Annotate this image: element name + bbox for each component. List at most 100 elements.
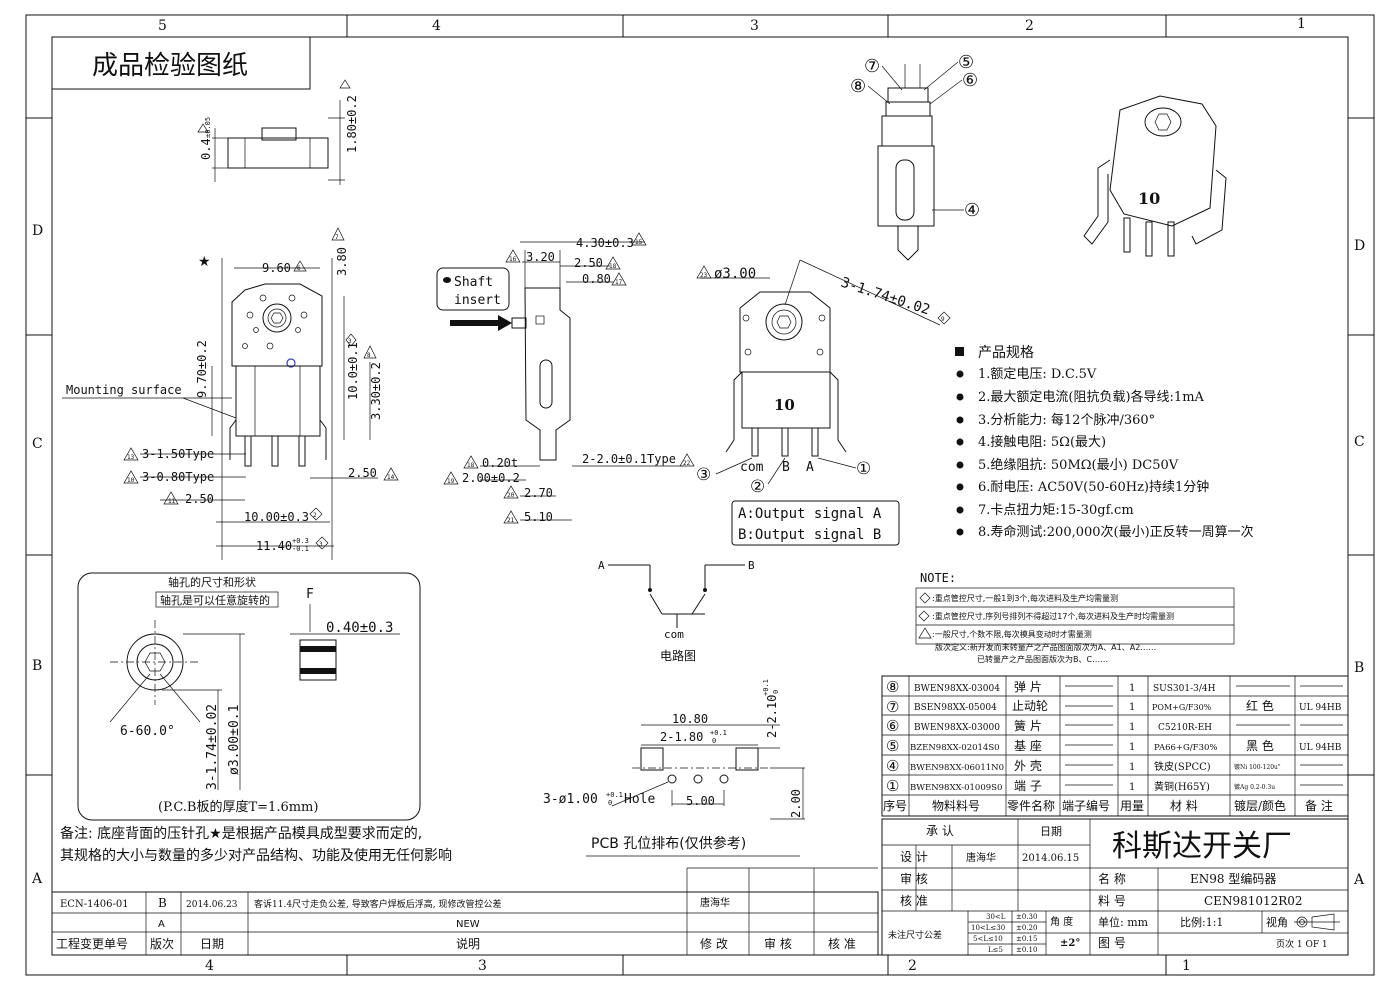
tb-name-label: 名 称 xyxy=(1098,871,1126,886)
pcb-caption: PCB 孔位排布(仅供参考) xyxy=(591,835,746,852)
grid-top-2: 2 xyxy=(1025,18,1034,34)
tri-2: 2 xyxy=(313,512,317,519)
bom-header-remark: 备 注 xyxy=(1305,798,1333,813)
output-signal-a: A:Output signal A xyxy=(738,506,882,522)
tb-angle-value: ±2° xyxy=(1060,938,1080,949)
bom-table: ⑧ BWEN98XX-03004 弹 片 1 SUS301-3/4H ⑦ BSE… xyxy=(881,675,1349,817)
page-title: 成品检验图纸 xyxy=(92,51,248,81)
bom-row-1-part: BWEN98XX-03004 xyxy=(914,684,1000,694)
bom-row-6-part: BWEN98XX-01009S0 xyxy=(910,783,1002,793)
grid-top-1: 1 xyxy=(1297,16,1306,32)
spec-6: 6.耐电压: AC50V(50-60Hz)持续1分钟 xyxy=(978,479,1209,495)
circuit-label-a: A xyxy=(598,559,605,572)
hole-dim-1-74: 3-1.74±0.02 xyxy=(205,704,220,790)
spec-4: 4.接触电阻: 5Ω(最大) xyxy=(978,434,1106,450)
dim-3-1-74: 3-1.74±0.02 xyxy=(839,275,932,319)
pcb-dim-2-10-up: +0.1 xyxy=(762,679,770,696)
tri-14: 14 xyxy=(387,474,395,481)
spec-3: 3.分析能力: 每12个脉冲/360° xyxy=(978,412,1155,428)
bom-header-finish: 镀层/颜色 xyxy=(1234,798,1286,813)
bom-row-4-qty: 1 xyxy=(1129,742,1135,753)
back-code: 10 xyxy=(774,396,795,414)
bom-row-5-part: BWEN98XX-06011N0 xyxy=(910,763,1004,773)
bom-row-1-name: 弹 片 xyxy=(1014,680,1042,694)
tb-designer: 唐海华 xyxy=(966,851,996,864)
hole-detail-title: 轴孔的尺寸和形状 xyxy=(168,575,256,589)
shaft-insert-line1: Shaft xyxy=(454,275,493,290)
tri-6: 6 xyxy=(297,265,301,272)
tol-value-4: ±0.10 xyxy=(1016,946,1037,954)
tri-3b: 3 xyxy=(319,541,323,548)
bom-row-4-part: BZEN98XX-02014S0 xyxy=(910,743,1000,753)
outer-frame xyxy=(25,14,1375,976)
note-line-1: :重点管控尺寸,一般1到3个,每次进料及生产均需量测 xyxy=(932,593,1118,603)
dim-11-40: 11.40 xyxy=(256,539,292,553)
tri-18b: 18 xyxy=(467,462,475,469)
pcb-dim-1-80: 2-1.80 xyxy=(660,730,703,744)
dim-2-00: 2.00±0.2 xyxy=(462,471,520,485)
grid-bottom-2: 2 xyxy=(908,958,917,974)
exploded-callout-4: ④ xyxy=(964,200,980,221)
pcb-dim-1-80-dn: 0 xyxy=(712,737,716,745)
shaft-insert-box xyxy=(436,267,510,311)
star-mark: ★ xyxy=(198,254,211,270)
tol-range-4: L≤5 xyxy=(988,946,1003,954)
top-view: 0.4 ±0.05 1.80±0.2 xyxy=(197,79,359,185)
bom-row-1-qty: 1 xyxy=(1129,683,1135,694)
front-view: ★ 9.60 3.80 9.70±0.2 10.0±0.1 3.30±0.2 M… xyxy=(62,227,399,560)
specs: 产品规格 1.额定电压: D.C.5V 2.最大额定电流(阻抗负载)各导线:1m… xyxy=(955,345,1254,540)
specs-heading: 产品规格 xyxy=(978,345,1034,361)
back-view: 10 ø3.00 3-1.74±0.02 23 9 com B A ③ ② ① xyxy=(696,259,951,497)
tb-drawing-label: 图 号 xyxy=(1098,936,1126,950)
hole-f-label: F xyxy=(306,587,314,602)
tb-angle-label: 角 度 xyxy=(1050,915,1073,928)
dim-3-20: 3.20 xyxy=(526,250,555,264)
tb-approve: 承 认 xyxy=(926,824,954,838)
tb-check: 审 核 xyxy=(900,871,928,886)
hole-dim-60: 6-60.0° xyxy=(120,724,175,739)
pin-a: A xyxy=(806,460,814,475)
rev-header-modify: 修 改 xyxy=(700,936,728,951)
hole-dim-3-00: ø3.00±0.1 xyxy=(227,705,242,775)
grid-left-d: D xyxy=(32,223,43,239)
dim-4-30: 4.30±0.3 xyxy=(576,236,634,250)
dim-0-20t: 0.20t xyxy=(482,456,518,470)
dim-0-80-side: 0.80 xyxy=(582,272,611,286)
exploded-view: ⑦ ⑧ ⑤ ⑥ ④ xyxy=(850,52,980,261)
insert-arrow xyxy=(450,315,512,331)
bom-row-4-finish: 黑 色 xyxy=(1246,739,1274,753)
dim-pin-1-50: 3-1.50Type xyxy=(142,447,214,461)
grid-left-c: C xyxy=(32,436,43,452)
remark-line-2: 其规格的大小与数量的多少对产品结构、功能及使用无任何影响 xyxy=(60,847,452,864)
rev-row-1-ecn: ECN-1406-01 xyxy=(60,899,129,910)
bom-row-2-finish: 红 色 xyxy=(1246,698,1274,713)
bom-header-name: 零件名称 xyxy=(1007,798,1055,813)
tb-part-value: CEN981012R02 xyxy=(1204,894,1303,908)
bom-row-2-qty: 1 xyxy=(1129,702,1135,713)
rev-header-ecn: 工程变更单号 xyxy=(56,936,128,951)
rev-row-2-desc: NEW xyxy=(456,919,480,930)
grid-right-a: A xyxy=(1353,872,1365,888)
pcb-dim-5-00: 5.00 xyxy=(686,794,715,808)
bom-row-5-qty: 1 xyxy=(1129,762,1135,773)
bom-row-3-material: C5210R-EH xyxy=(1158,723,1212,733)
circuit-caption: 电路图 xyxy=(660,648,696,663)
bom-row-6-name: 端 子 xyxy=(1014,779,1042,793)
bom-row-5-no: ④ xyxy=(886,757,899,775)
dim-9-70: 9.70±0.2 xyxy=(195,340,209,398)
grid-top-5: 5 xyxy=(158,18,167,34)
spec-1: 1.额定电压: D.C.5V xyxy=(978,367,1097,382)
grid-bottom-1: 1 xyxy=(1182,958,1191,974)
note: NOTE: :重点管控尺寸,一般1到3个,每次进料及生产均需量测 :重点管控尺寸… xyxy=(915,571,1235,664)
grid-right-b: B xyxy=(1354,660,1364,676)
dim-3-30: 3.30±0.2 xyxy=(369,362,383,420)
tri-3a: 3 xyxy=(348,338,352,345)
bom-row-3-no: ⑥ xyxy=(886,717,899,735)
tri-9: 9 xyxy=(941,316,945,323)
tol-value-1: ±0.30 xyxy=(1016,913,1037,921)
tri-11: 11 xyxy=(168,498,176,505)
company-name: 科斯达开关厂 xyxy=(1112,829,1292,864)
pin-com: com xyxy=(740,460,764,475)
bom-row-5-finish: 镀Ni 100-120u" xyxy=(1234,763,1281,771)
